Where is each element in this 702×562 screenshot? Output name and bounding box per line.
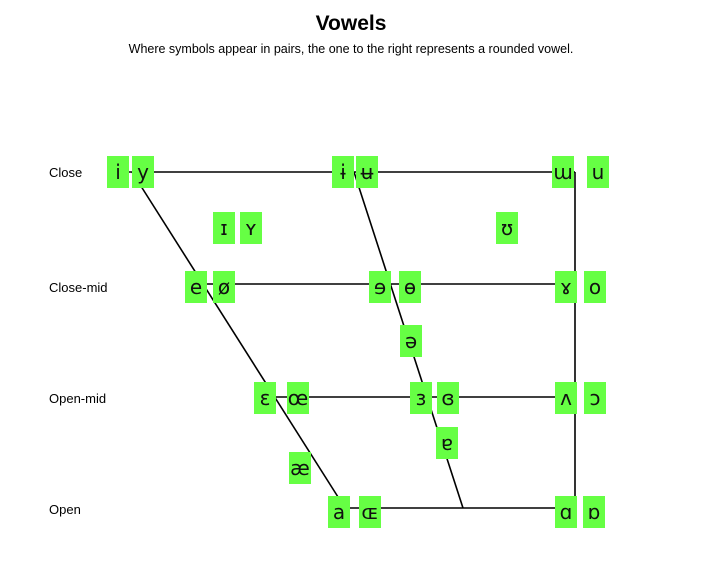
vowel-box	[555, 496, 577, 528]
vowel-box	[496, 212, 518, 244]
vowel-glyph: ɐ	[441, 431, 453, 455]
vowel-box	[555, 271, 577, 303]
vowel-box	[583, 496, 605, 528]
vowel-symbol: œ	[287, 382, 309, 414]
vowel-box	[132, 156, 154, 188]
vowel-glyph: o	[589, 275, 601, 299]
vowel-box	[213, 212, 235, 244]
vowel-glyph: ʉ	[361, 160, 374, 184]
vowel-box	[213, 271, 235, 303]
vowel-glyph: ʏ	[245, 216, 257, 240]
vowel-glyph: ɒ	[588, 500, 601, 524]
vowel-symbol: ɛ	[254, 382, 276, 414]
vowel-glyph: e	[190, 275, 202, 299]
chart-edge-line	[131, 171, 346, 509]
vowel-box	[399, 271, 421, 303]
row-label: Open-mid	[49, 391, 106, 406]
vowel-glyph: ɜ	[416, 386, 427, 410]
vowel-glyph: ɛ	[260, 386, 271, 410]
vowel-symbol: ɒ	[583, 496, 605, 528]
vowel-box	[584, 271, 606, 303]
row-label: Close	[49, 165, 82, 180]
vowel-glyph: æ	[290, 456, 310, 480]
chart-title: Vowels	[315, 12, 387, 35]
vowel-box	[240, 212, 262, 244]
vowel-symbol: ɞ	[437, 382, 459, 414]
vowel-symbol: y	[132, 156, 154, 188]
vowel-symbol: o	[584, 271, 606, 303]
vowel-symbol: ʌ	[555, 382, 577, 414]
vowel-box	[587, 156, 609, 188]
vowel-symbol: e	[185, 271, 207, 303]
vowel-glyph: ɘ	[374, 275, 386, 299]
vowel-symbol: ɨ	[332, 156, 354, 188]
vowel-box	[185, 271, 207, 303]
chart-subtitle: Where symbols appear in pairs, the one t…	[128, 42, 574, 56]
vowel-symbol: ɑ	[555, 496, 577, 528]
vowel-symbol: ə	[400, 325, 422, 357]
vowel-glyph: ɔ	[590, 386, 601, 410]
vowel-box	[289, 452, 311, 484]
vowel-symbol: u	[587, 156, 609, 188]
vowel-box	[359, 496, 381, 528]
vowel-symbol: ɵ	[399, 271, 421, 303]
vowel-box	[410, 382, 432, 414]
vowel-symbol: ɜ	[410, 382, 432, 414]
vowel-glyph: ɪ	[220, 216, 227, 240]
vowel-symbol: ɪ	[213, 212, 235, 244]
vowel-glyph: u	[592, 160, 605, 184]
vowel-box	[328, 496, 350, 528]
vowel-symbol: i	[107, 156, 129, 188]
vowel-glyph: ɶ	[361, 500, 378, 524]
row-label: Open	[49, 502, 81, 517]
vowel-glyph: i	[115, 160, 121, 184]
vowel-glyph: a	[333, 500, 345, 524]
vowel-box	[254, 382, 276, 414]
vowel-symbol: ɯ	[552, 156, 574, 188]
vowel-symbol: ɔ	[584, 382, 606, 414]
vowel-box	[436, 427, 458, 459]
row-label: Close-mid	[49, 280, 108, 295]
vowel-glyph: ɵ	[404, 275, 416, 299]
vowel-symbol: ɘ	[369, 271, 391, 303]
vowel-glyph: y	[137, 160, 149, 184]
vowel-glyph: ø	[218, 275, 230, 299]
vowel-box	[332, 156, 354, 188]
vowel-box	[369, 271, 391, 303]
vowel-box	[584, 382, 606, 414]
vowel-symbol: ɤ	[555, 271, 577, 303]
vowel-box	[555, 382, 577, 414]
vowel-box	[287, 382, 309, 414]
vowel-box	[107, 156, 129, 188]
vowel-symbol: ɐ	[436, 427, 458, 459]
vowel-glyph: ɯ	[553, 160, 572, 184]
vowel-glyph: ɤ	[560, 275, 572, 299]
vowel-box	[400, 325, 422, 357]
vowel-glyph: œ	[288, 386, 308, 410]
vowel-box	[437, 382, 459, 414]
vowel-symbol: ʏ	[240, 212, 262, 244]
vowel-symbol: ʊ	[496, 212, 518, 244]
vowel-symbol: ɶ	[359, 496, 381, 528]
vowel-symbol: æ	[289, 452, 311, 484]
vowel-box	[356, 156, 378, 188]
vowel-symbol: ʉ	[356, 156, 378, 188]
vowel-glyph: ʊ	[501, 216, 513, 240]
vowel-glyph: ɨ	[340, 160, 346, 184]
vowel-glyph: ə	[405, 329, 417, 353]
vowel-box	[552, 156, 574, 188]
vowel-symbol: a	[328, 496, 350, 528]
vowel-glyph: ɞ	[441, 386, 454, 410]
vowel-glyph: ʌ	[560, 386, 572, 410]
vowel-glyph: ɑ	[560, 500, 573, 524]
vowel-symbol: ø	[213, 271, 235, 303]
